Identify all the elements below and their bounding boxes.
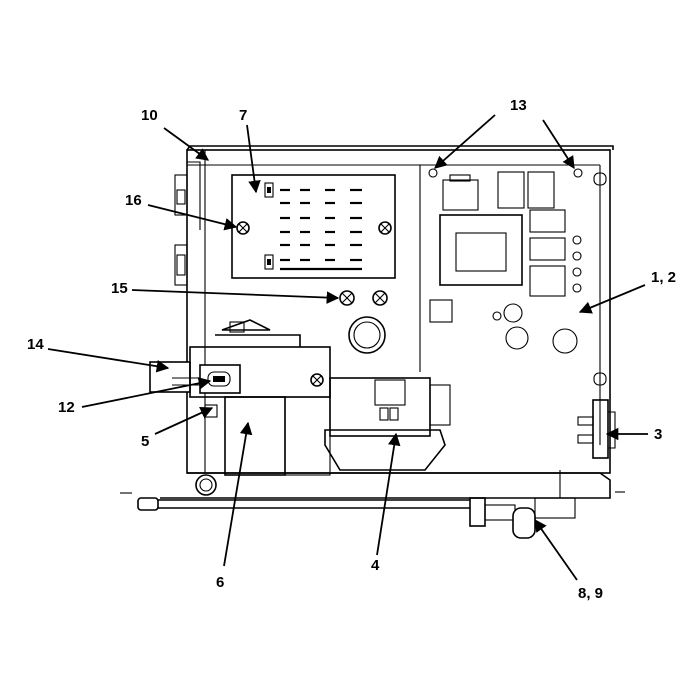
callout-12: 12 [58,399,75,416]
callout-3: 3 [654,426,663,443]
callout-1-2: 1, 2 [651,269,677,286]
callout-4: 4 [371,557,380,574]
callout-6: 6 [216,574,225,591]
leader-lines [47,114,648,581]
left-bracket [174,161,201,286]
callout-13: 13 [510,97,527,114]
callout-10: 10 [141,107,158,124]
callout-7: 7 [239,107,248,124]
bottom-rail [120,472,625,511]
fitting-8-9 [469,470,576,539]
callout-15: 15 [111,280,128,297]
control-board [428,168,583,354]
switch-housing [324,377,451,471]
screws-15 [339,290,388,354]
callout-5: 5 [141,433,150,450]
callout-16: 16 [125,192,142,209]
motor-assembly [149,319,331,476]
callout-14: 14 [27,336,44,353]
chassis-plate [186,145,614,474]
callout-8-9: 8, 9 [578,585,604,602]
